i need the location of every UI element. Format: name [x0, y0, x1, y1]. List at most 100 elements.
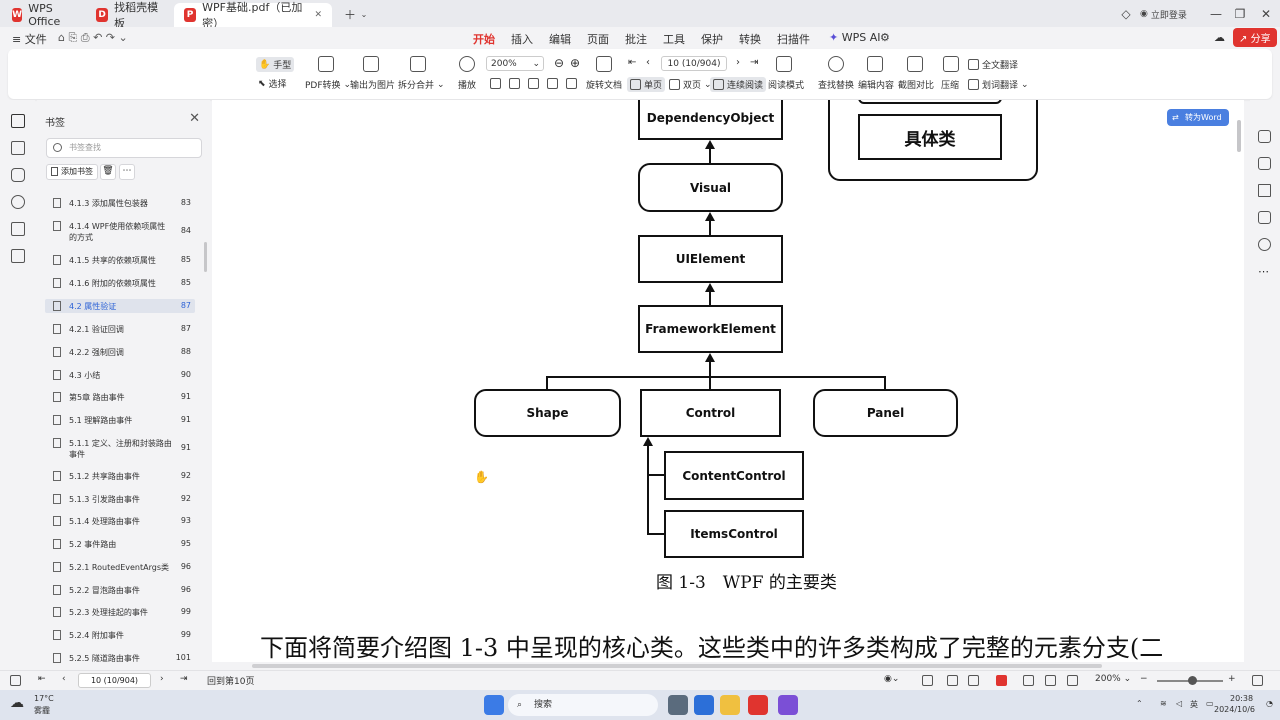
horizontal-scrollbar[interactable]: [252, 664, 1102, 668]
play-button[interactable]: 播放: [458, 81, 477, 91]
close-panel-icon[interactable]: ✕: [189, 111, 200, 126]
quick-access-icons[interactable]: ⌂ ⎘ ⎙ ↶ ↷ ⌄: [58, 31, 128, 44]
page-view-icon[interactable]: [947, 675, 958, 686]
zoom-in-icon[interactable]: ⊕: [570, 56, 581, 70]
next-page-icon[interactable]: ›: [160, 674, 164, 684]
bookmark-search-input[interactable]: 书签查找: [46, 138, 202, 158]
export-image-button[interactable]: 输出为图片: [350, 81, 396, 91]
vertical-scrollbar[interactable]: [1237, 120, 1241, 152]
ime-indicator[interactable]: 英: [1190, 700, 1198, 709]
volume-icon[interactable]: ◁: [1176, 699, 1183, 708]
zoom-select[interactable]: 200% ⌄: [1095, 674, 1132, 684]
single-page-button[interactable]: 单页: [627, 77, 666, 92]
file-menu[interactable]: ≡ 文件: [12, 33, 47, 46]
screenshot-icon[interactable]: [566, 78, 577, 89]
store-icon[interactable]: [694, 695, 714, 715]
layers-icon[interactable]: [11, 249, 25, 263]
wps-taskbar-icon[interactable]: [748, 695, 768, 715]
zoom-out-icon[interactable]: ⊖: [554, 56, 565, 70]
find-replace-button[interactable]: 查找替换: [818, 81, 855, 91]
double-view-icon[interactable]: [968, 675, 979, 686]
cloud-icon[interactable]: ☁: [1214, 31, 1225, 44]
notification-icon[interactable]: ◔: [1266, 699, 1273, 708]
zoom-slider-handle[interactable]: [1188, 676, 1197, 685]
tray-chevron-icon[interactable]: ⌃: [1136, 699, 1143, 708]
comment-icon[interactable]: [11, 168, 25, 182]
panel-scrollbar[interactable]: [204, 242, 207, 272]
wps-ai-button[interactable]: ✦ WPS AI: [829, 31, 881, 44]
prev-page-icon[interactable]: ‹: [646, 57, 650, 68]
menu-tab-edit[interactable]: 编辑: [549, 33, 571, 46]
last-page-icon[interactable]: ⇥: [180, 674, 188, 684]
select-tool-button[interactable]: ⬉选择: [258, 78, 287, 91]
bookmark-icon[interactable]: [11, 114, 25, 128]
page-input[interactable]: 10 (10/904): [661, 56, 727, 71]
back-to-page-link[interactable]: 回到第10页: [207, 677, 255, 687]
more-options-icon[interactable]: ⋯: [119, 164, 135, 180]
status-page-input[interactable]: 10 (10/904): [78, 673, 151, 688]
edit-content-button[interactable]: 编辑内容: [858, 81, 895, 91]
fit-icons[interactable]: [490, 78, 577, 89]
hand-tool-button[interactable]: ✋手型: [256, 57, 295, 72]
menu-tab-page[interactable]: 页面: [587, 33, 609, 46]
explorer-icon[interactable]: [720, 695, 740, 715]
new-tab-icon[interactable]: ＋: [343, 7, 356, 22]
share-button[interactable]: ↗ 分享: [1233, 28, 1277, 47]
double-page-button[interactable]: 双页⌄: [669, 78, 712, 91]
minimize-icon[interactable]: —: [1210, 7, 1222, 21]
help-icon[interactable]: [1258, 238, 1271, 251]
attachment-icon[interactable]: [11, 195, 25, 209]
eye-icon[interactable]: ◉⌄: [884, 674, 900, 684]
continuous-read-button[interactable]: 连续阅读: [710, 77, 767, 92]
screenshot-compare-button[interactable]: 截图对比: [898, 81, 935, 91]
first-page-icon[interactable]: ⇤: [38, 674, 46, 684]
taskbar-search[interactable]: ⌕ 搜索: [508, 694, 658, 716]
menu-tab-scan[interactable]: 扫描件: [777, 33, 810, 46]
delete-bookmark-icon[interactable]: 🗑: [100, 164, 116, 180]
login-button[interactable]: ◉立即登录: [1140, 9, 1187, 21]
full-translate-button[interactable]: 全文翻译: [968, 58, 1018, 71]
menu-tab-protect[interactable]: 保护: [701, 33, 723, 46]
menu-tab-insert[interactable]: 插入: [511, 33, 533, 46]
rotate-status-icon[interactable]: [1067, 675, 1078, 686]
fit-page-icon[interactable]: [490, 78, 501, 89]
tab-wps-office[interactable]: W WPS Office: [2, 2, 82, 28]
windows-start-icon[interactable]: [484, 695, 504, 715]
fit-icon[interactable]: [1045, 675, 1056, 686]
toggle-sidebar-icon[interactable]: [10, 675, 21, 686]
close-window-icon[interactable]: ✕: [1260, 7, 1272, 21]
read-mode-button[interactable]: 阅读模式: [768, 81, 805, 91]
properties-icon[interactable]: [1258, 130, 1271, 143]
clock-time[interactable]: 20:38: [1230, 694, 1254, 703]
menu-tab-comment[interactable]: 批注: [625, 33, 647, 46]
convert-to-word-button[interactable]: ⇄ 转为Word: [1167, 109, 1229, 126]
single-view-icon[interactable]: [922, 675, 933, 686]
pdf-convert-button[interactable]: PDF转换⌄: [305, 79, 352, 92]
menu-tab-tools[interactable]: 工具: [663, 33, 685, 46]
cube-icon[interactable]: ◇: [1121, 7, 1131, 21]
settings-icon[interactable]: ⚙: [880, 31, 890, 44]
menu-tab-convert[interactable]: 转换: [739, 33, 761, 46]
adjust-icon[interactable]: [1258, 184, 1271, 197]
fullscreen-icon[interactable]: [1252, 675, 1263, 686]
actual-size-icon[interactable]: [528, 78, 539, 89]
share-panel-icon[interactable]: [1258, 211, 1271, 224]
chevron-down-icon[interactable]: ⌄: [360, 9, 368, 19]
menu-tab-start[interactable]: 开始: [473, 33, 495, 52]
clock-date[interactable]: 2024/10/6: [1214, 705, 1256, 714]
